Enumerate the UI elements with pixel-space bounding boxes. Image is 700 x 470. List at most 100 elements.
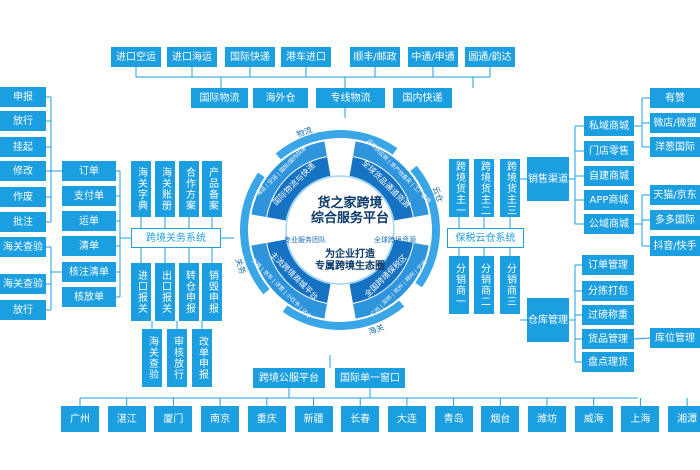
center-subtitles: 专业服务团队 全球跨境资源 (284, 235, 416, 245)
city-2: 湛江 (107, 406, 146, 432)
left-mid-4: 清单 (62, 236, 116, 256)
distributor-3: 分销商三 (500, 256, 520, 314)
customs-module-2: 海关账册 (155, 161, 175, 217)
city-1: 广州 (61, 406, 99, 432)
left-mid-6: 核放单 (62, 287, 116, 307)
top-item-4: 港车进口 (281, 47, 331, 67)
left-mid-3: 运单 (62, 211, 116, 231)
customs-declare-4: 销毁申报 (202, 263, 222, 321)
city-5: 重庆 (247, 406, 286, 432)
channel-1: 私域商城 (584, 116, 634, 136)
warehouse-func-2: 分拣打包 (582, 281, 634, 301)
tag-segment-4 (267, 239, 331, 303)
left-mid-2: 支付单 (62, 186, 116, 206)
left-outer-7: 海关查验 (0, 237, 46, 257)
city-6: 新疆 (294, 406, 333, 432)
center-sub-right: 全球跨境资源 (374, 236, 416, 244)
warehouse-func-3: 过磅称重 (582, 305, 634, 325)
customs-declare-1: 进口报关 (131, 263, 151, 321)
left-outer-5: 作废 (0, 187, 46, 207)
inventory-management-box: 库位管理 (650, 328, 700, 348)
customs-declare-2: 出口报关 (155, 263, 175, 321)
center-disc (285, 175, 395, 285)
top-item-7: 圆通/韵达 (465, 47, 515, 67)
customs-module-4: 产品备案 (202, 161, 222, 217)
top-bar-item-3: 专线物流 (316, 88, 385, 108)
customs-module-3: 合作方案 (179, 161, 199, 217)
customs-module-1: 海关字典 (131, 161, 151, 217)
city-8: 大连 (387, 406, 426, 432)
city-13: 上海 (621, 406, 660, 432)
city-14: 湘潭 (668, 406, 700, 432)
outer-arrow-arc-2 (410, 165, 441, 288)
warehouse-management-box: 仓库管理 (527, 298, 569, 342)
cargo-owner-2: 跨境货主二 (474, 159, 494, 217)
channel-2: 门店零售 (584, 141, 634, 161)
customs-declare-3: 转仓申报 (179, 263, 199, 321)
center-title: 货之家跨境 综合服务平台 (290, 196, 410, 226)
left-outer-4: 修改 (0, 161, 46, 181)
city-10: 烟台 (481, 406, 520, 432)
customs-review-2: 审核放行 (167, 329, 187, 387)
channel-item-1: 有赞 (650, 88, 700, 108)
outer-arrow-arc-4 (240, 172, 270, 295)
left-outer-6: 批注 (0, 212, 46, 232)
top-item-2: 进口海运 (167, 47, 217, 67)
top-item-5: 顺丰/邮政 (350, 47, 400, 67)
customs-review-1: 海关查验 (142, 329, 162, 387)
ring-segment-3 (353, 243, 429, 319)
channel-item-5: 多多国际 (650, 210, 700, 230)
channel-3: 自建商城 (584, 166, 634, 186)
channel-item-6: 抖音/快手 (650, 236, 700, 256)
top-bar-item-1: 国际物流 (191, 88, 248, 108)
top-item-1: 进口空运 (111, 47, 161, 67)
cargo-owner-1: 跨境货主一 (449, 159, 469, 217)
ring-segment-2 (353, 141, 429, 217)
warehouse-func-1: 订单管理 (582, 255, 634, 275)
outer-arrow-arc-3 (282, 300, 405, 330)
top-item-6: 中通/申通 (408, 47, 458, 67)
warehouse-func-5: 盘点理货 (582, 352, 634, 372)
tag-segment-1 (267, 157, 331, 221)
center-bottom-line1: 为企业打造 (325, 249, 375, 260)
city-3: 厦门 (154, 406, 193, 432)
bottom-bar-item-1: 跨境公服平台 (253, 368, 325, 388)
left-outer-9: 放行 (0, 300, 46, 320)
center-title-line1: 货之家跨境 (317, 196, 383, 211)
center-bottom-line2: 专属跨境生态圈 (315, 261, 385, 272)
center-bottom-text: 为企业打造 专属跨境生态圈 (290, 249, 410, 273)
top-item-3: 国际快递 (225, 47, 275, 67)
customs-system-box: 跨境关务系统 (131, 228, 221, 248)
left-outer-1: 申报 (0, 87, 46, 107)
channel-item-4: 天猫/京东 (650, 185, 700, 205)
bottom-bar-item-2: 国际单一窗口 (335, 368, 405, 388)
left-outer-3: 挂起 (0, 137, 46, 157)
city-4: 南京 (201, 406, 240, 432)
sales-channel-box: 销售渠道 (527, 157, 569, 201)
channel-item-3: 洋葱国际 (650, 137, 700, 157)
cargo-owner-3: 跨境货主三 (500, 159, 520, 217)
left-mid-1: 订单 (62, 161, 116, 181)
left-outer-2: 放行 (0, 111, 46, 131)
cloud-warehouse-system-box: 保税云仓系统 (447, 228, 524, 248)
center-title-line2: 综合服务平台 (310, 211, 389, 226)
ring-segment-4 (251, 243, 327, 319)
top-bar-item-4: 国内快递 (393, 88, 452, 108)
channel-4: APP商城 (584, 190, 634, 210)
center-sub-left: 专业服务团队 (284, 236, 326, 244)
outer-arrow-arc-1 (275, 130, 398, 160)
city-7: 长春 (341, 406, 380, 432)
tag-segment-2 (349, 157, 413, 221)
warehouse-func-4: 货品管理 (582, 329, 634, 349)
city-12: 威海 (574, 406, 613, 432)
city-11: 潍坊 (528, 406, 566, 432)
top-bar-item-2: 海外仓 (253, 88, 308, 108)
distributor-1: 分销商一 (449, 256, 469, 314)
customs-review-3: 改单申报 (192, 329, 212, 387)
ring-segment-1 (251, 141, 327, 217)
left-mid-5: 核注清单 (62, 262, 116, 282)
channel-item-2: 微店/微盟 (650, 113, 700, 133)
